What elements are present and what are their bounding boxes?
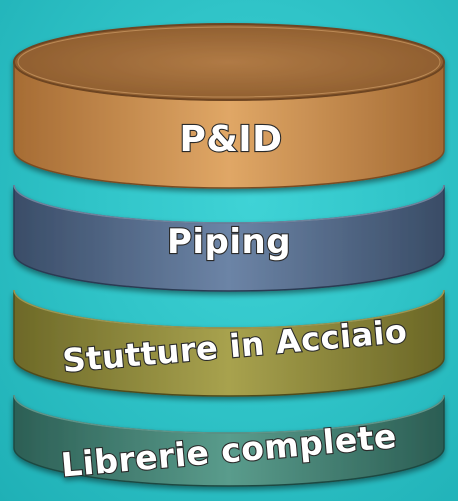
layer-acciaio: Stutture in Acciaio	[13, 289, 445, 397]
layer-piping-rim	[13, 184, 445, 224]
layer-piping-label: Piping	[167, 222, 291, 262]
layer-piping: Piping	[13, 184, 445, 292]
layer-pid-top	[13, 23, 445, 101]
layer-librerie-rim	[13, 394, 445, 434]
layer-acciaio-rim	[13, 289, 445, 329]
layer-pid: P&ID	[13, 23, 445, 189]
layer-pid-top-highlight	[17, 26, 441, 98]
layer-pid-label: P&ID	[179, 119, 282, 160]
layer-librerie: Librerie complete	[13, 394, 445, 487]
